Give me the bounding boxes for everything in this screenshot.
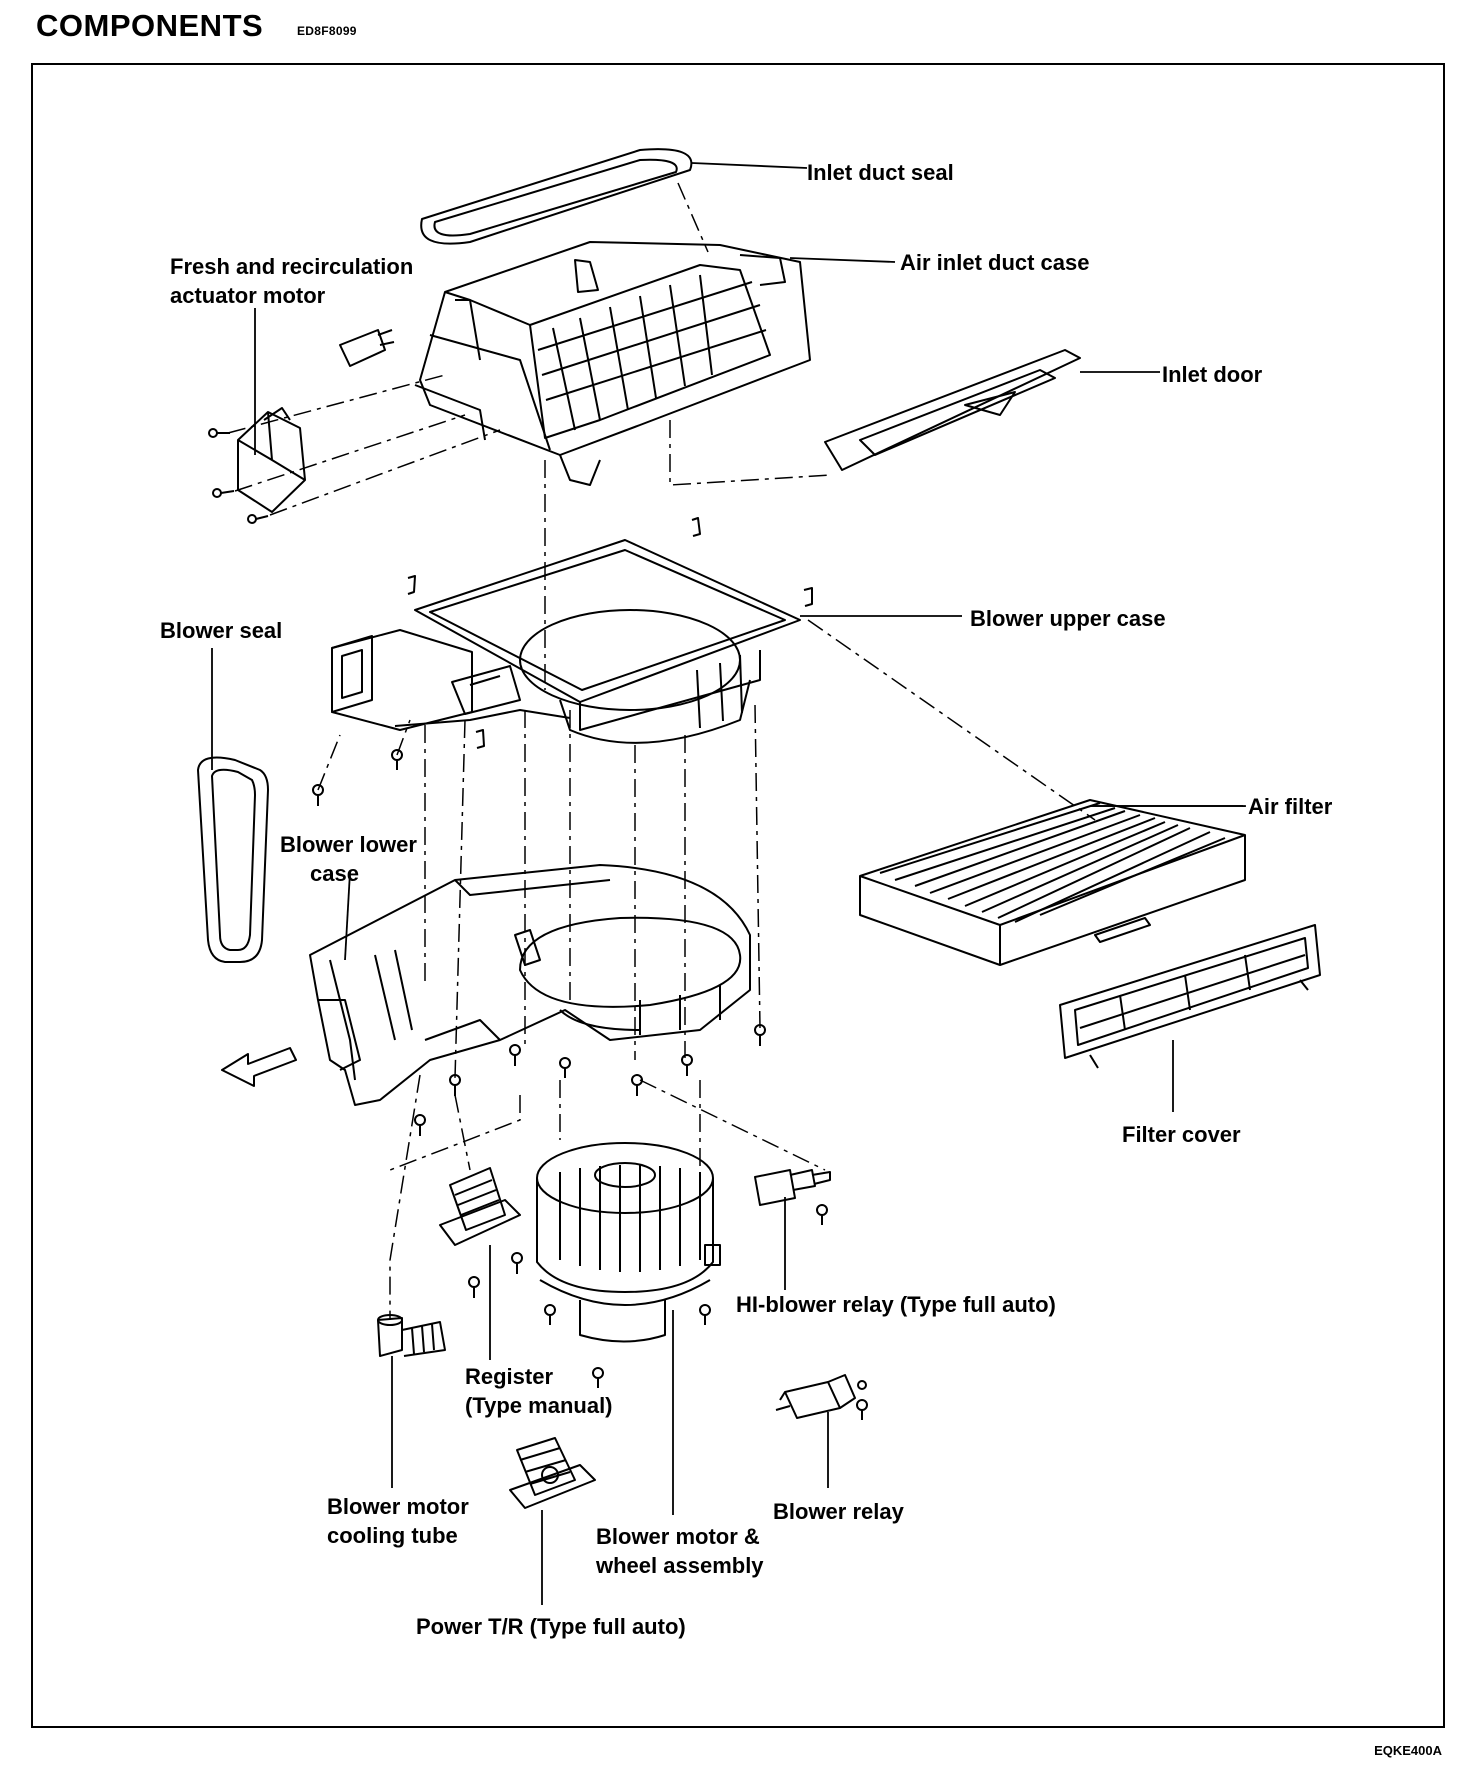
section-code: ED8F8099 (297, 24, 357, 38)
label-inlet-duct-seal: Inlet duct seal (807, 160, 954, 185)
power-tr-part (509, 1437, 596, 1509)
air-filter-part (859, 799, 1246, 966)
airflow-arrow-icon (221, 1047, 297, 1087)
figure-reference: EQKE400A (1374, 1743, 1442, 1758)
blower-lower-case-part (309, 864, 751, 1106)
label-filter-cover: Filter cover (1122, 1122, 1241, 1147)
label-inlet-door: Inlet door (1162, 362, 1263, 387)
screw-symbols-top (208, 428, 269, 524)
label-blower-lower-case-line1: Blower lower (280, 832, 417, 857)
label-hi-blower-relay: HI-blower relay (Type full auto) (736, 1292, 1056, 1317)
register-part (439, 1167, 523, 1298)
label-motor-wheel-line2: wheel assembly (596, 1553, 764, 1578)
inlet-door-part (824, 349, 1081, 471)
filter-cover-part (1059, 924, 1321, 1069)
label-air-inlet-duct-case: Air inlet duct case (900, 250, 1090, 275)
blower-seal-part (197, 756, 269, 963)
blower-upper-case-part (331, 539, 801, 744)
label-register-line2: (Type manual) (465, 1393, 613, 1418)
clip-symbols (407, 517, 813, 749)
diagram-frame (31, 63, 1445, 1728)
label-cooling-tube-line1: Blower motor (327, 1494, 469, 1519)
blower-motor-wheel-part (536, 1142, 721, 1343)
label-fresh-recirc-motor-line2: actuator motor (170, 283, 326, 308)
label-motor-wheel-line1: Blower motor & (596, 1524, 760, 1549)
label-fresh-recirc-motor-line1: Fresh and recirculation (170, 254, 414, 279)
blower-relay-part (775, 1374, 868, 1420)
label-power-tr: Power T/R (Type full auto) (416, 1614, 686, 1639)
air-inlet-duct-case-part (414, 241, 811, 486)
label-blower-relay: Blower relay (773, 1499, 904, 1524)
label-blower-seal: Blower seal (160, 618, 283, 643)
label-cooling-tube-line2: cooling tube (327, 1523, 458, 1548)
label-blower-upper-case: Blower upper case (970, 606, 1166, 631)
label-blower-lower-case-line2: case (310, 861, 359, 886)
cooling-tube-part (377, 1314, 446, 1357)
label-air-filter: Air filter (1248, 794, 1333, 819)
actuator-motor-part (237, 329, 395, 513)
page-title: COMPONENTS (36, 8, 264, 43)
label-register-line1: Register (465, 1364, 554, 1389)
inlet-duct-seal-part (420, 148, 693, 245)
hi-blower-relay-part (754, 1169, 831, 1225)
